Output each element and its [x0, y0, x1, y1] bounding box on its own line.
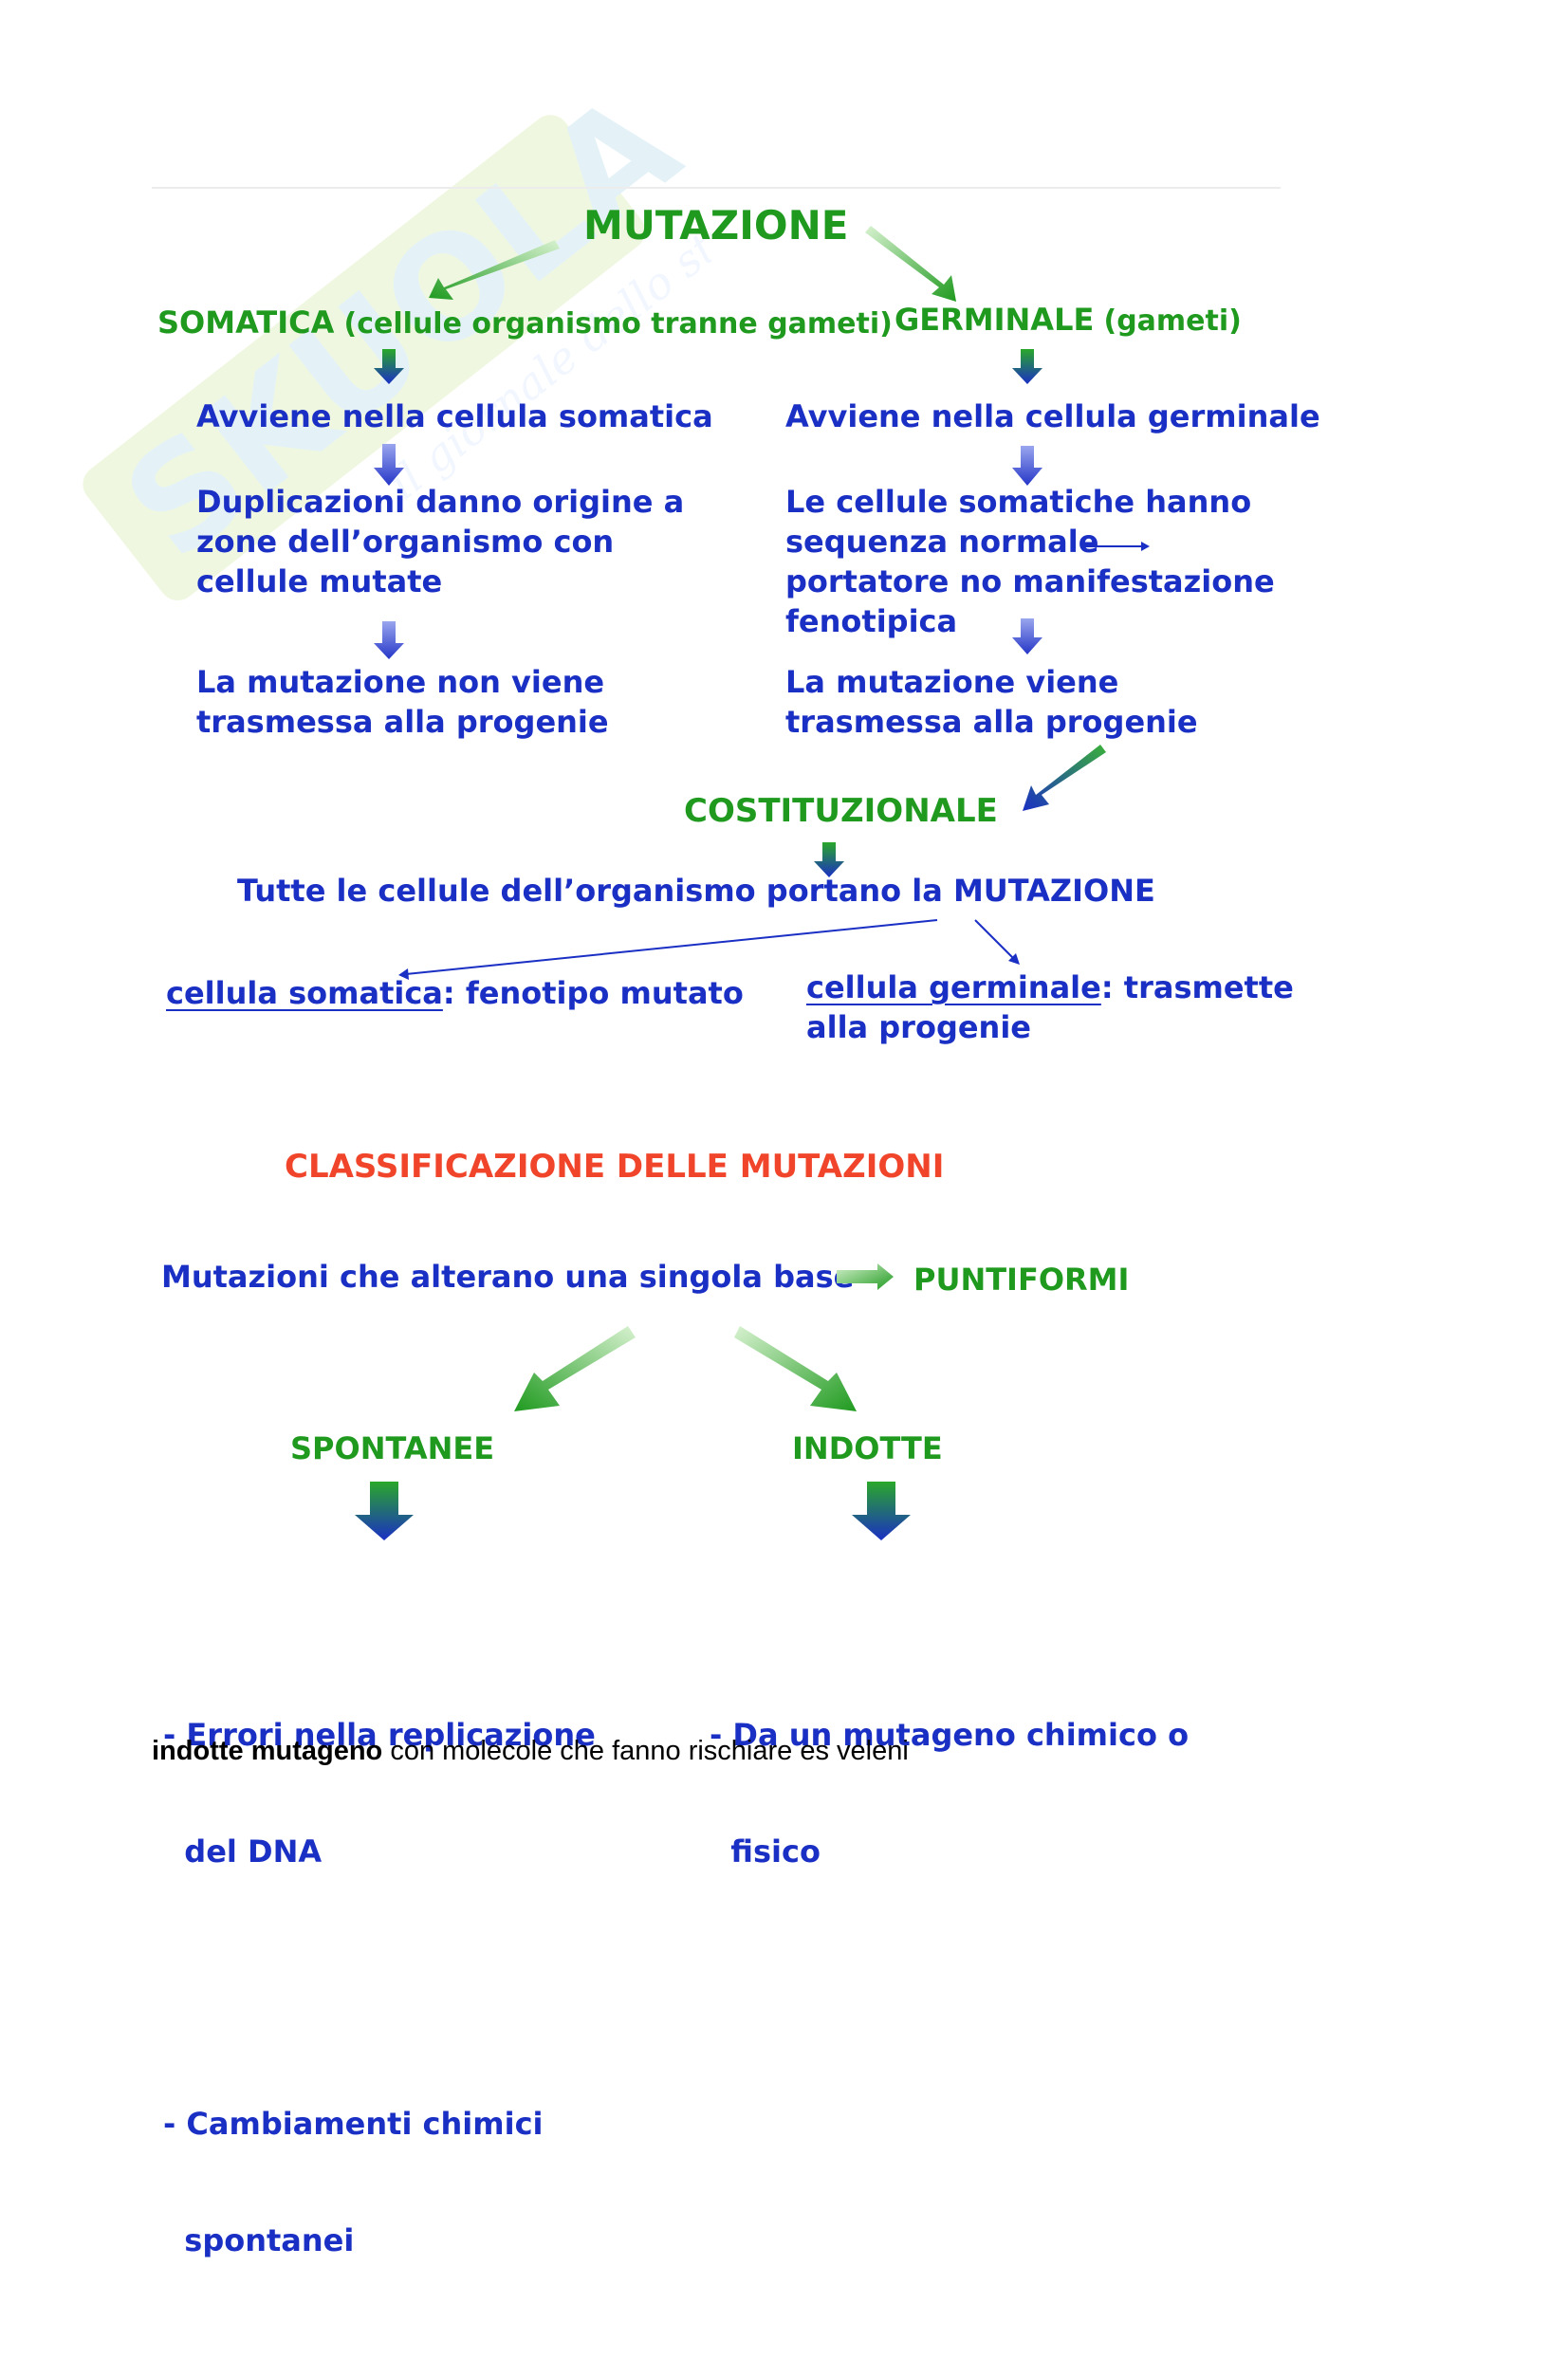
- thin-arrow-sequenza: [1081, 542, 1150, 551]
- body-note: indotte mutageno con molecole che fanno …: [152, 1736, 909, 1767]
- down-arrow-somatica-3: [374, 621, 404, 659]
- down-arrow-costituzionale: [814, 842, 844, 877]
- text-line: La mutazione non viene: [196, 664, 605, 700]
- arrow-to-indotte: [734, 1326, 857, 1411]
- cellula-germinale-term: cellula germinale: [806, 969, 1101, 1005]
- arrow-to-germinale: [865, 226, 956, 302]
- down-arrow-somatica-1: [374, 349, 404, 384]
- body-note-bold: indotte mutageno: [152, 1736, 383, 1766]
- somatica-label: SOMATICA: [157, 304, 335, 341]
- text-line: trasmessa alla progenie: [196, 704, 609, 740]
- list-item: - Errori nella replicazione del DNA: [163, 1638, 596, 1949]
- text-line: - Errori nella replicazione: [163, 1717, 596, 1753]
- text-line: - Cambiamenti chimici: [163, 2106, 544, 2142]
- text-line: del DNA: [163, 1833, 323, 1870]
- costituzionale-description: Tutte le cellule dell’organismo portano …: [237, 873, 1155, 909]
- somatica-step-1: Avviene nella cellula somatica: [196, 398, 713, 434]
- definition-text: Mutazioni che alterano una singola base: [161, 1259, 855, 1295]
- text-line: fisico: [710, 1833, 821, 1870]
- text-line: alla progenie: [806, 1009, 1031, 1045]
- result-puntiformi: PUNTIFORMI: [913, 1262, 1130, 1298]
- arrow-to-puntiformi: [837, 1263, 894, 1290]
- cellula-somatica-rest: : fenotipo mutato: [442, 975, 744, 1011]
- thin-arrow-cellula-germinale: [974, 919, 1020, 965]
- text-line: Le cellule somatiche hanno: [785, 484, 1252, 520]
- text-line: - Da un mutageno chimico o: [710, 1717, 1190, 1753]
- arrows-layer: [355, 226, 1150, 1540]
- germinale-step-3: La mutazione viene trasmessa alla progen…: [785, 662, 1198, 742]
- spontanee-label: SPONTANEE: [290, 1430, 495, 1466]
- text-line: La mutazione viene: [785, 664, 1119, 700]
- text-line: Duplicazioni danno origine a: [196, 484, 685, 520]
- down-arrow-spontanee: [355, 1482, 414, 1540]
- text-line: cellula germinale: trasmette: [806, 967, 1294, 1007]
- body-note-text: con molecole che fanno rischiare es vele…: [382, 1736, 909, 1766]
- somatica-step-2: Duplicazioni danno origine a zone dell’o…: [196, 482, 684, 601]
- text-line: cellule mutate: [196, 563, 443, 599]
- text-line: fenotipica: [785, 603, 958, 639]
- top-divider: [152, 187, 1281, 189]
- down-arrow-germinale-1: [1012, 349, 1042, 384]
- germinale-note: (gameti): [1103, 304, 1242, 338]
- text-line: portatore no manifestazione: [785, 563, 1275, 599]
- cellula-somatica-term: cellula somatica: [166, 975, 443, 1011]
- arrow-to-spontanee: [514, 1326, 636, 1411]
- somatica-step-3: La mutazione non viene trasmessa alla pr…: [196, 662, 609, 742]
- germinale-heading: GERMINALE (gameti): [895, 302, 1242, 338]
- germinale-label: GERMINALE: [895, 302, 1095, 338]
- text-line: trasmessa alla progenie: [785, 704, 1198, 740]
- cellula-germinale-block: cellula germinale: trasmette alla progen…: [806, 967, 1294, 1047]
- text-line: zone dell’organismo con: [196, 524, 615, 560]
- thin-arrow-cellula-somatica: [398, 919, 938, 980]
- arrow-to-somatica: [429, 240, 560, 300]
- text-line: spontanei: [163, 2222, 355, 2258]
- costituzionale-label: COSTITUZIONALE: [684, 792, 998, 830]
- down-arrow-germinale-2: [1012, 446, 1042, 486]
- germinale-step-1: Avviene nella cellula germinale: [785, 398, 1320, 434]
- list-item: - Da un mutageno chimico o fisico: [710, 1638, 1189, 1949]
- indotte-list: - Da un mutageno chimico o fisico: [710, 1560, 1189, 1988]
- down-arrow-somatica-2: [374, 444, 404, 486]
- diagram-title-mutazione: MUTAZIONE: [583, 202, 849, 249]
- down-arrow-germinale-3: [1012, 618, 1042, 654]
- somatica-note: (cellule organismo tranne gameti): [343, 307, 893, 341]
- cellula-germinale-rest: : trasmette: [1100, 969, 1294, 1005]
- cellula-somatica-line: cellula somatica: fenotipo mutato: [166, 975, 744, 1011]
- germinale-step-2: Le cellule somatiche hanno sequenza norm…: [785, 482, 1275, 641]
- arrow-to-costituzionale: [1023, 745, 1106, 811]
- somatica-heading: SOMATICA (cellule organismo tranne gamet…: [157, 304, 893, 341]
- indotte-label: INDOTTE: [792, 1430, 943, 1466]
- diagram-title-classificazione: CLASSIFICAZIONE DELLE MUTAZIONI: [285, 1148, 945, 1186]
- text-line: sequenza normale: [785, 524, 1099, 560]
- down-arrow-indotte: [852, 1482, 911, 1540]
